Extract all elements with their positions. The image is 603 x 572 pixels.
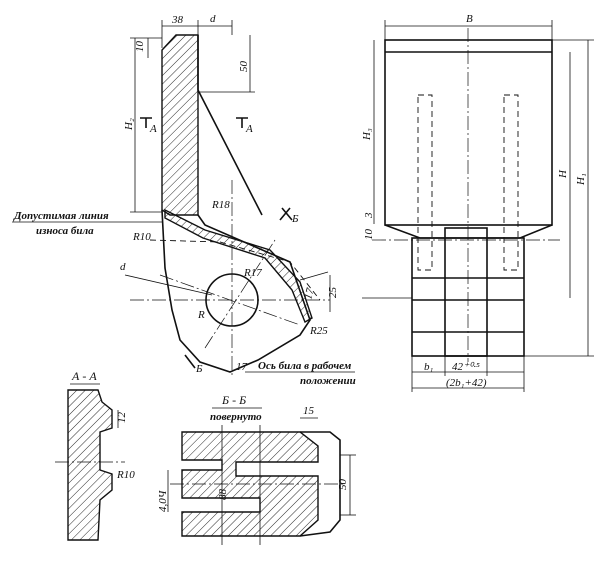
dim-h1: H₁ [575, 173, 587, 186]
sec-b-mark-bottom [184, 354, 196, 369]
note-axis-1: Ось била в рабочем [258, 360, 352, 372]
dim-17: 17 [302, 287, 317, 301]
sec-b-mark-top [279, 207, 293, 221]
d-leader [124, 274, 213, 296]
section-aa: А - А 12 R10 [55, 369, 135, 541]
hidden-slot-right [503, 94, 519, 271]
note-axis-2: положении [300, 375, 356, 387]
dim-d-side: d [120, 261, 126, 273]
dim-50-bottom: 50 [337, 479, 349, 491]
sec-b-bottom: Б [195, 363, 203, 375]
hole-diag-1 [159, 274, 301, 326]
side-bottom-taper [384, 224, 553, 239]
section-bb: Б - Б повернуто 15 50 4,0Ч 88 [157, 393, 356, 545]
dim-17-leader [299, 271, 329, 281]
dim-10-right: 10 [363, 229, 375, 241]
r18: R18 [211, 199, 230, 211]
front-section-hatched [161, 34, 199, 216]
dim-b: В [466, 13, 473, 25]
sec-a-left: A [149, 123, 157, 135]
side-view: В H₃ 3 10 H H₁ b₁ 42⁺⁰·⁵ (2b₁+42) [361, 13, 594, 392]
dim-h: H [557, 169, 569, 179]
note-wear-2: износа била [36, 225, 94, 237]
section-bb-title: Б - Б [221, 393, 246, 407]
r10-left: R10 [132, 231, 151, 243]
section-bb-outline-right [299, 431, 341, 537]
dim-2b1: (2b₁+42) [446, 377, 487, 389]
side-slot [444, 227, 488, 357]
dim-25: 25 [327, 287, 339, 299]
sec-a-mark-right [236, 117, 248, 128]
dim-4h7: 4,0Ч [157, 489, 169, 512]
r25: R25 [309, 325, 328, 337]
section-aa-hatched [67, 389, 113, 541]
sec-b-top: Б [291, 213, 299, 225]
hidden-slot-left [417, 94, 433, 271]
note-wear-1: Допустимая линия [13, 210, 109, 222]
dim-50-top: 50 [238, 61, 250, 73]
dim-17b: 17 [236, 361, 248, 373]
dim-h2: H₂ [123, 118, 135, 131]
dim-b1: b₁ [424, 361, 434, 373]
dim-3: 3 [363, 212, 375, 219]
section-aa-title: А - А [71, 369, 97, 383]
dim-12: 12 [116, 412, 128, 424]
front-view: 38 d 10 H₂ 50 A A Б Б Допустимая линия и… [12, 13, 356, 387]
dim-h3: H₃ [361, 128, 373, 141]
sec-a-mark-left [140, 117, 152, 128]
side-body [384, 39, 553, 226]
wear-strip-hatched [164, 208, 313, 324]
r10-section: R10 [116, 469, 135, 481]
sec-a-right: A [245, 123, 253, 135]
dim-r: R [197, 309, 205, 321]
dim-42: 42⁺⁰·⁵ [452, 361, 480, 373]
dim-d-top: d [210, 13, 216, 25]
section-bb-sub: повернуто [210, 411, 262, 423]
wear-line [149, 239, 321, 301]
dim-38: 38 [171, 14, 184, 26]
dim-15: 15 [303, 405, 315, 417]
dim-88: 88 [217, 489, 229, 501]
dim-10-top: 10 [134, 41, 146, 53]
r17: R17 [243, 267, 262, 279]
